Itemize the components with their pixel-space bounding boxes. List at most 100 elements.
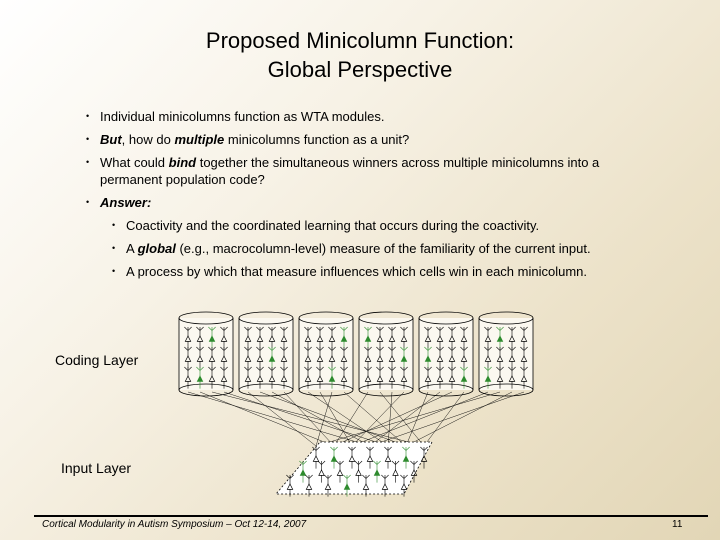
neuron-dendrite <box>373 460 381 483</box>
minicolumn-bottom <box>478 383 534 397</box>
neuron-dendrite <box>208 366 216 389</box>
neuron-dendrite <box>460 366 468 389</box>
projection-line <box>211 391 425 447</box>
neuron-dendrite <box>328 346 336 369</box>
bullet-marker: • <box>86 197 90 207</box>
neuron-dendrite <box>196 346 204 369</box>
bullet-text: A <box>126 241 138 256</box>
neuron-dendrite <box>316 326 324 349</box>
neuron-dendrite <box>336 460 344 483</box>
neuron-dendrite <box>508 326 516 349</box>
neuron-dendrite <box>420 446 428 469</box>
bullet-text: What could <box>100 155 169 170</box>
neuron-dendrite <box>424 326 432 349</box>
neuron-dendrite <box>268 326 276 349</box>
bullet-marker: • <box>86 134 90 144</box>
neuron-dendrite <box>362 474 370 497</box>
minicolumn-bottom <box>298 383 354 397</box>
neuron-dendrite <box>402 446 410 469</box>
neuron-dendrite <box>220 366 228 389</box>
bullet-text: (e.g., macrocolumn-level) measure of the… <box>175 241 591 256</box>
neuron-dendrite <box>448 346 456 369</box>
neuron-dendrite <box>196 326 204 349</box>
bullet-emphasis: multiple <box>174 132 225 147</box>
projection-line <box>351 391 489 447</box>
coding-layer-columns <box>178 311 534 397</box>
neuron-dendrite <box>316 366 324 389</box>
neuron-dendrite <box>376 366 384 389</box>
minicolumn-bottom <box>418 383 474 397</box>
neuron-dendrite <box>400 366 408 389</box>
slide-title-line1: Proposed Minicolumn Function: <box>205 28 515 53</box>
neuron-dendrite <box>316 346 324 369</box>
neuron-dendrite <box>280 346 288 369</box>
neuron-dendrite <box>496 346 504 369</box>
neuron-dendrite <box>366 446 374 469</box>
bullet-item: • Answer: <box>86 194 646 211</box>
footer-text: Cortical Modularity in Autism Symposium … <box>42 519 307 530</box>
neuron-dendrite <box>304 346 312 369</box>
neuron-dendrite <box>508 346 516 369</box>
neuron-dendrite <box>220 326 228 349</box>
neuron-dendrite <box>520 326 528 349</box>
neuron-dendrite <box>388 346 396 369</box>
projection-line <box>405 391 513 447</box>
neuron-dendrite <box>388 366 396 389</box>
minicolumn <box>478 311 534 397</box>
footer-divider <box>34 515 708 517</box>
minicolumn-top <box>298 311 354 325</box>
projection-line <box>333 391 369 447</box>
neuron-dendrite <box>184 346 192 369</box>
sub-bullet-item: • A global (e.g., macrocolumn-level) mea… <box>112 240 646 257</box>
neuron-dendrite <box>312 446 320 469</box>
neuron-dendrite <box>196 366 204 389</box>
neuron-dendrite <box>364 326 372 349</box>
bullet-item: • But, how do multiple minicolumns funct… <box>86 131 646 148</box>
bullet-marker: • <box>86 111 90 121</box>
neuron-dendrite <box>324 474 332 497</box>
projection-line <box>307 391 389 447</box>
minicolumn-top <box>238 311 294 325</box>
projection-line <box>333 391 453 447</box>
neuron-dendrite <box>436 366 444 389</box>
neuron-dendrite <box>354 460 363 483</box>
bullet-list: • Individual minicolumns function as WTA… <box>86 108 646 286</box>
neuron-dendrite <box>400 474 408 497</box>
bullet-marker: • <box>86 157 90 167</box>
neuron-dendrite <box>424 366 432 389</box>
projection-line <box>387 391 393 447</box>
neuron-dendrite <box>328 366 336 389</box>
minicolumn-body <box>179 318 233 390</box>
neuron-dendrite <box>400 326 408 349</box>
projection-line <box>369 391 525 447</box>
neuron-dendrite <box>436 326 444 349</box>
neuron-dendrite <box>317 460 326 483</box>
bullet-emphasis: global <box>137 241 176 256</box>
bullet-marker: • <box>112 266 116 276</box>
neuron-dendrite <box>256 346 264 369</box>
minicolumn <box>418 311 474 397</box>
neuron-dendrite <box>384 446 392 469</box>
bullet-item: • What could bind together the simultane… <box>86 154 646 188</box>
neuron-dendrite <box>410 460 418 483</box>
neuron-dendrite <box>256 366 264 389</box>
neuron-dendrite <box>256 326 264 349</box>
bullet-emphasis: Answer: <box>100 195 152 210</box>
neuron-dendrite <box>496 366 504 389</box>
minicolumn <box>178 311 234 397</box>
neuron-dendrite <box>400 346 408 369</box>
input-layer-plane <box>275 441 433 497</box>
neuron-dendrite <box>496 326 504 349</box>
minicolumn <box>298 311 354 397</box>
minicolumn-bottom <box>238 383 294 397</box>
neuron-dendrite <box>520 346 528 369</box>
bullet-text: A process by which that measure influenc… <box>126 264 587 279</box>
neuron-dendrite <box>208 346 216 369</box>
neuron-dendrite <box>208 326 216 349</box>
minicolumn <box>358 311 414 397</box>
neuron-dendrite <box>184 326 192 349</box>
neuron-dendrite <box>364 366 372 389</box>
neuron-dendrite <box>520 366 528 389</box>
neuron-dendrite <box>340 346 348 369</box>
